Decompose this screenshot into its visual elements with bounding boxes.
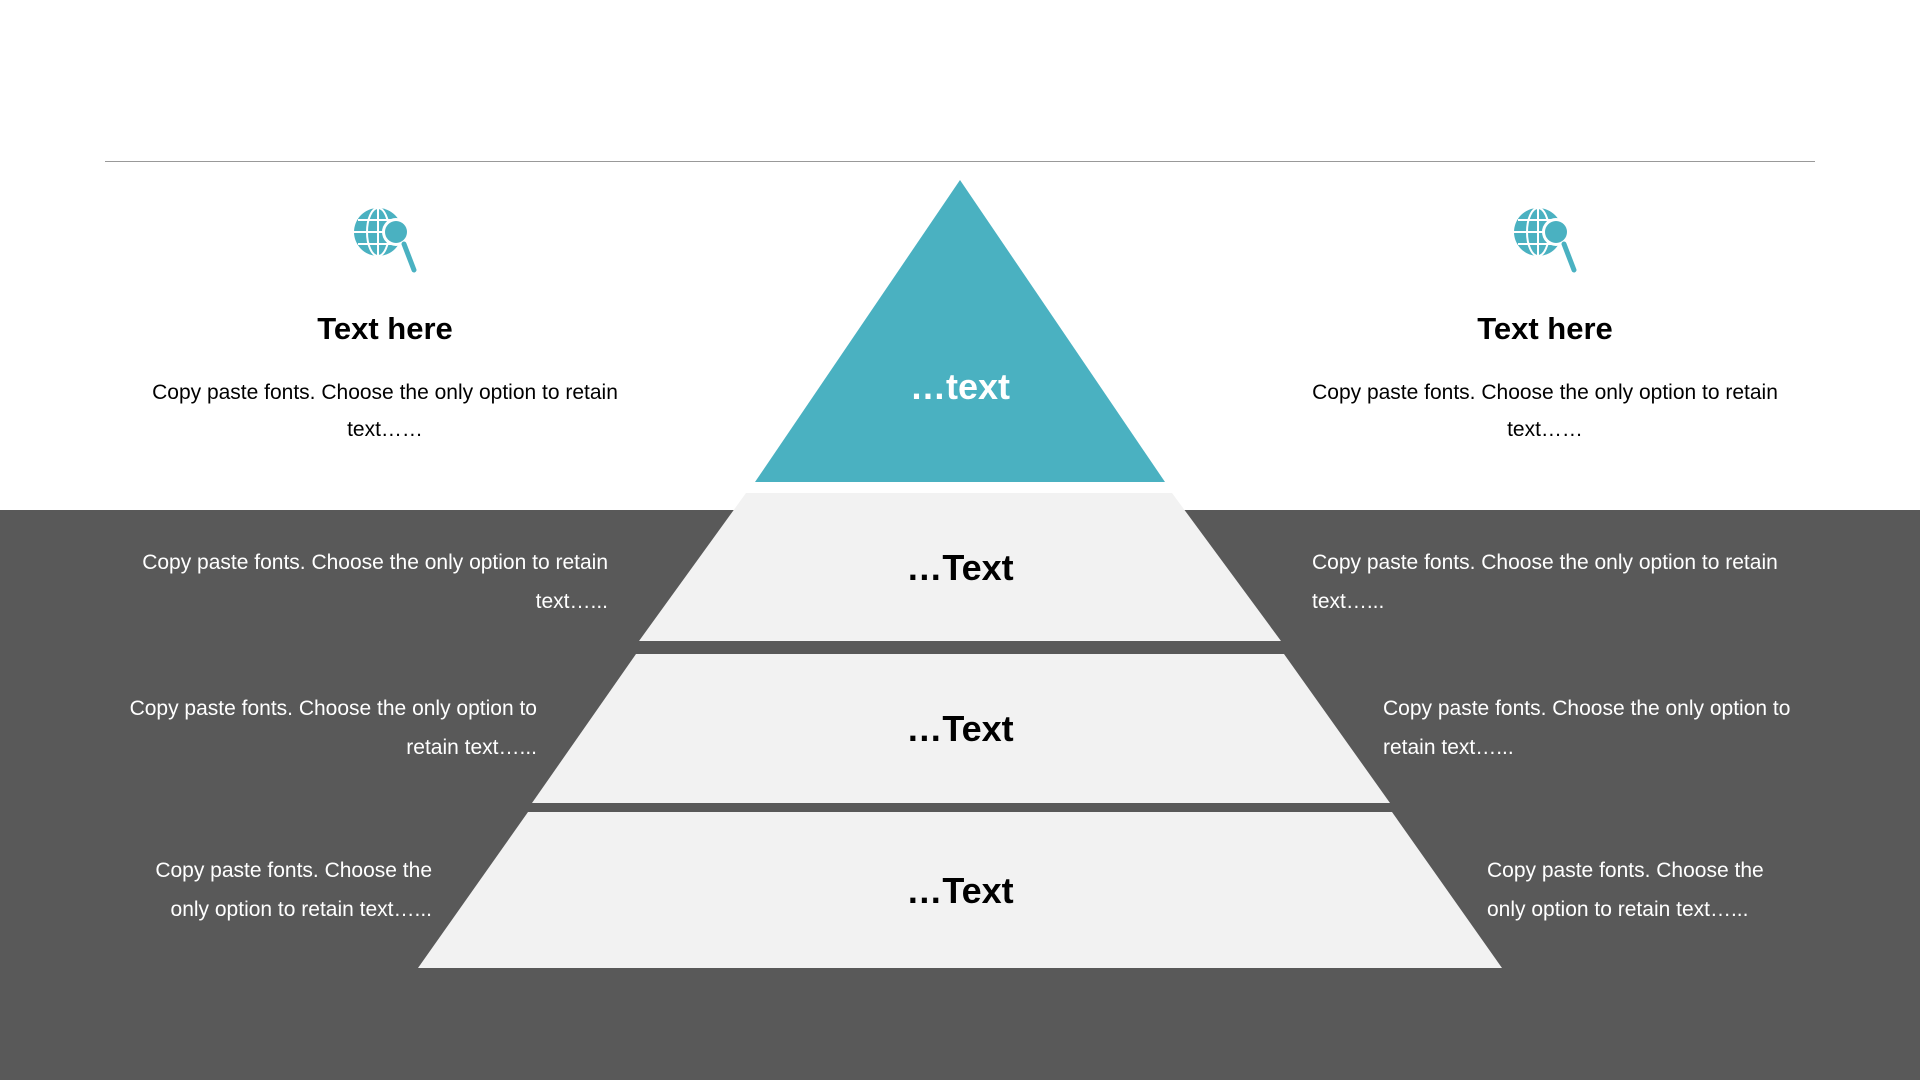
top-right-description: Copy paste fonts. Choose the only option…	[1312, 381, 1778, 441]
pyramid-level-1-shape[interactable]	[755, 180, 1165, 482]
left-description-3: Copy paste fonts. Choose the only option…	[155, 859, 432, 921]
pyramid-level-2-label: …Text	[906, 547, 1014, 588]
pyramid-level-3-label: …Text	[906, 708, 1014, 749]
left-description-2: Copy paste fonts. Choose the only option…	[129, 697, 537, 759]
top-left-description: Copy paste fonts. Choose the only option…	[152, 381, 618, 441]
header-divider	[105, 161, 1815, 162]
pyramid-level-4-shape[interactable]	[418, 812, 1502, 968]
top-left-title: Text here	[317, 311, 453, 346]
top-right-title: Text here	[1477, 311, 1613, 346]
pyramid-level-2-shape[interactable]	[639, 493, 1281, 641]
right-description-2: Copy paste fonts. Choose the only option…	[1383, 697, 1791, 759]
pyramid-level-3-shape[interactable]	[532, 654, 1390, 803]
left-description-1: Copy paste fonts. Choose the only option…	[142, 551, 608, 613]
globe-search-icon	[354, 207, 417, 273]
right-description-1: Copy paste fonts. Choose the only option…	[1312, 551, 1778, 613]
pyramid-level-4-label: …Text	[906, 870, 1014, 911]
globe-search-icon	[1514, 207, 1577, 273]
right-description-3: Copy paste fonts. Choose the only option…	[1487, 859, 1764, 921]
pyramid-level-1-label: …text	[909, 366, 1011, 407]
